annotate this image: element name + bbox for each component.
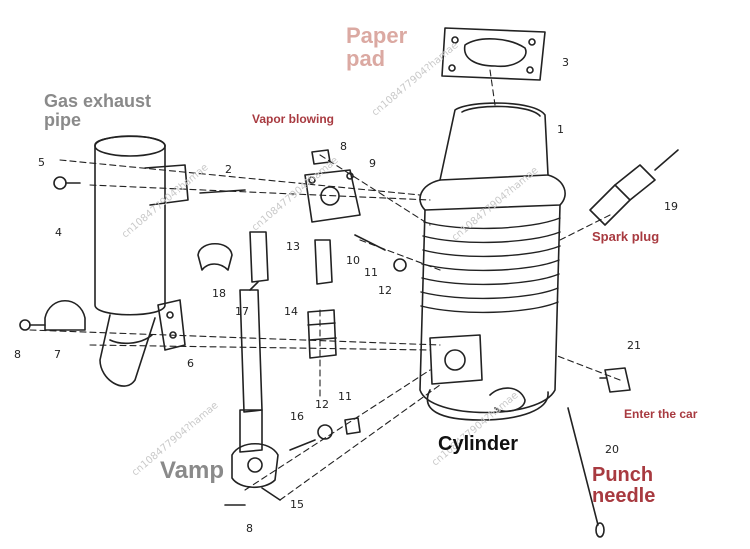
part-number-10: 10 bbox=[346, 254, 360, 267]
label-punch-needle: Punch needle bbox=[592, 464, 656, 507]
part-number-2: 2 bbox=[225, 163, 232, 176]
part-number-17: 17 bbox=[235, 305, 249, 318]
part-21 bbox=[599, 367, 631, 393]
part-number-8-upper: 8 bbox=[340, 140, 347, 153]
spark-plug bbox=[589, 149, 679, 226]
label-vapor-blowing: Vapor blowing bbox=[252, 112, 335, 126]
part-number-1: 1 bbox=[557, 123, 564, 136]
part-number-19: 19 bbox=[664, 200, 678, 213]
part-number-20: 20 bbox=[605, 443, 619, 456]
part-number-5: 5 bbox=[38, 156, 45, 169]
part-18-clip bbox=[197, 242, 233, 271]
part-number-12-upper: 12 bbox=[378, 284, 392, 297]
label-vamp: Vamp bbox=[160, 457, 225, 484]
clamp-7 bbox=[19, 300, 86, 331]
part-number-18: 18 bbox=[212, 287, 226, 300]
part-number-21: 21 bbox=[627, 339, 641, 352]
parts-10-11-12 bbox=[289, 234, 407, 451]
part-number-12-lower: 12 bbox=[315, 398, 329, 411]
vapor-plate-9 bbox=[304, 169, 361, 223]
label-gas-exhaust-pipe: Gas exhaust pipe bbox=[44, 91, 152, 130]
tube-17 bbox=[239, 231, 269, 413]
part-number-14: 14 bbox=[284, 305, 298, 318]
gas-exhaust-pipe bbox=[94, 135, 189, 387]
punch-needle bbox=[567, 407, 605, 538]
part-number-3: 3 bbox=[562, 56, 569, 69]
assembly-lines bbox=[29, 69, 621, 501]
fitting-14 bbox=[307, 309, 337, 359]
label-enter-the-car: Enter the car bbox=[624, 407, 698, 421]
label-paper-pad: Paper pad bbox=[346, 23, 408, 72]
part-number-8-left: 8 bbox=[14, 348, 21, 361]
part-number-13: 13 bbox=[286, 240, 300, 253]
paper-pad-gasket bbox=[441, 27, 546, 81]
part-number-15: 15 bbox=[290, 498, 304, 511]
bracket-6 bbox=[157, 299, 186, 351]
part-number-9: 9 bbox=[369, 157, 376, 170]
part-number-7: 7 bbox=[54, 348, 61, 361]
part-number-16: 16 bbox=[290, 410, 304, 423]
part-8-upper bbox=[311, 149, 331, 165]
part-number-8-lower: 8 bbox=[246, 522, 253, 535]
tube-13 bbox=[314, 239, 333, 285]
part-2-pin bbox=[199, 189, 246, 194]
part-number-11-lower: 11 bbox=[338, 390, 352, 403]
part-number-11-upper: 11 bbox=[364, 266, 378, 279]
label-spark-plug: Spark plug bbox=[592, 229, 660, 244]
vamp-valve bbox=[224, 409, 281, 506]
cylinder-body bbox=[419, 102, 566, 421]
label-cylinder: Cylinder bbox=[438, 433, 519, 455]
part-number-6: 6 bbox=[187, 357, 194, 370]
part-5 bbox=[53, 176, 81, 190]
part-number-4: 4 bbox=[55, 226, 62, 239]
